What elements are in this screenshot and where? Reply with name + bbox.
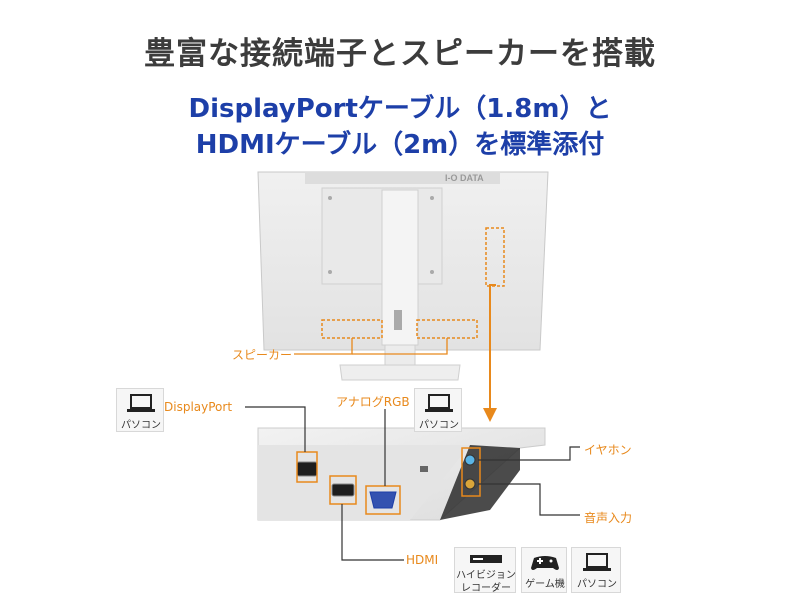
monitor-back bbox=[257, 171, 549, 381]
laptop-icon bbox=[425, 394, 453, 412]
device-pc-analog: パソコン bbox=[414, 388, 462, 432]
earphone-label: イヤホン bbox=[584, 443, 632, 457]
recorder-icon bbox=[470, 555, 502, 563]
device-label: ゲーム機 bbox=[525, 579, 565, 590]
device-label: パソコン bbox=[577, 579, 617, 590]
device-pc-displayport: パソコン bbox=[116, 388, 164, 432]
device-label: パソコン bbox=[419, 420, 459, 431]
analog-rgb-label: アナログRGB bbox=[336, 395, 410, 409]
device-label-line1: ハイビジョン bbox=[456, 570, 516, 581]
subtitle-line-1: DisplayPortケーブル（1.8m）と bbox=[188, 94, 612, 124]
audio-in-label: 音声入力 bbox=[584, 511, 633, 525]
device-pc-hdmi: パソコン bbox=[571, 547, 621, 593]
gamepad-icon bbox=[531, 556, 559, 570]
laptop-icon bbox=[127, 394, 155, 412]
brand-logo: I-O DATA bbox=[445, 173, 484, 183]
hdmi-label: HDMI bbox=[406, 553, 439, 567]
device-game: ゲーム機 bbox=[521, 547, 567, 593]
page-title: 豊富な接続端子とスピーカーを搭載 bbox=[144, 36, 656, 72]
device-label: パソコン bbox=[121, 420, 161, 431]
device-label-line2: レコーダー bbox=[461, 583, 511, 594]
speaker-label: スピーカー bbox=[232, 348, 293, 362]
laptop-icon bbox=[583, 553, 611, 571]
displayport-label: DisplayPort bbox=[164, 400, 233, 414]
subtitle-line-2: HDMIケーブル（2m）を標準添付 bbox=[195, 130, 605, 160]
port-panel-zoom bbox=[257, 427, 546, 521]
device-recorder: ハイビジョン レコーダー bbox=[454, 547, 516, 594]
